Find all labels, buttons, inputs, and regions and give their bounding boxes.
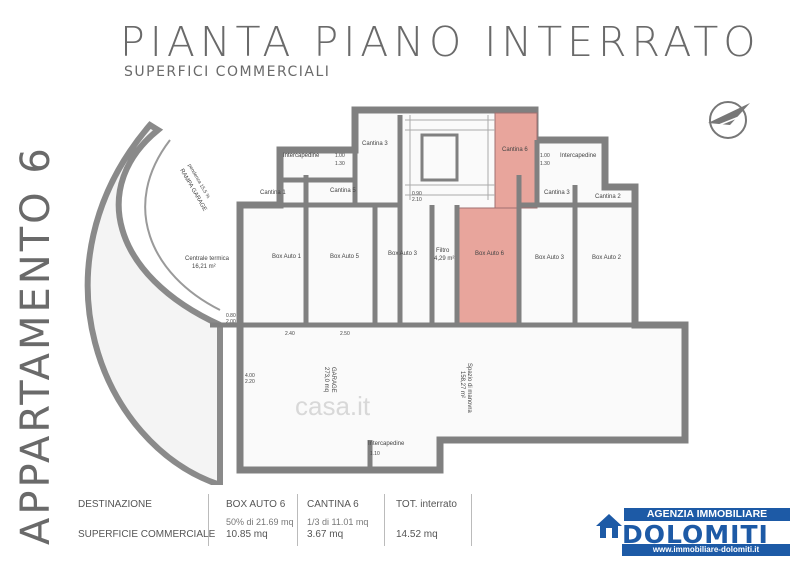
- label-garage-sub: 273,0 mq: [323, 367, 329, 392]
- table-divider: [208, 494, 209, 546]
- dim-130: 1.30: [335, 161, 345, 167]
- label-box6: Box Auto 6: [475, 251, 505, 257]
- col2-calc: 1/3 di 11.01 mq: [307, 517, 369, 527]
- table-divider: [297, 494, 298, 546]
- label-box3-left: Box Auto 3: [388, 251, 418, 257]
- col3-head: TOT. interrato: [396, 499, 457, 510]
- dim-200: 2.00: [226, 319, 236, 325]
- watermark: casa.it: [295, 391, 371, 421]
- label-cantina3-right: Cantina 3: [544, 190, 570, 196]
- side-title: APPARTAMENTO 6: [4, 0, 64, 565]
- dim-210: 2.10: [412, 197, 422, 203]
- table-divider: [384, 494, 385, 546]
- label-box5: Box Auto 5: [330, 254, 360, 260]
- dim-090: 0.90: [412, 191, 422, 197]
- col3-value: 14.52 mq: [396, 529, 438, 540]
- col1-value: 10.85 mq: [226, 529, 268, 540]
- label-intercapedine-left: Intercapedine: [283, 153, 320, 159]
- north-compass-icon: [708, 101, 750, 139]
- label-cantina1: Cantina 1: [260, 190, 286, 196]
- dim-100-right: 1.00: [540, 153, 550, 159]
- apartment-vertical-title: APPARTAMENTO 6: [13, 145, 59, 545]
- floor-plan: Cantina 3 Intercapedine Intercapedine Ca…: [84, 106, 689, 485]
- label-box2: Box Auto 2: [592, 255, 622, 261]
- label-spazio: Spazio di manovra: [466, 363, 472, 413]
- col1-calc: 50% di 21.69 mq: [226, 517, 294, 527]
- label-filtro-area: 4,29 m²: [434, 256, 454, 262]
- dim-100: 1.00: [335, 153, 345, 159]
- dim-250: 2.50: [340, 331, 350, 337]
- logo-url-text: www.immobiliare-dolomiti.it: [622, 544, 790, 556]
- dim-110: 1.10: [370, 451, 380, 457]
- col2-head: CANTINA 6: [307, 499, 359, 510]
- dim-400: 4.00: [245, 373, 255, 379]
- table-divider: [471, 494, 472, 546]
- col2-value: 3.67 mq: [307, 529, 344, 540]
- label-cantina2: Cantina 2: [595, 194, 621, 200]
- label-intercapedine-bottom: Intercapedine: [368, 441, 405, 447]
- label-spazio-area: 158,27 m²: [459, 371, 465, 398]
- agency-logo: AGENZIA IMMOBILIARE DOLOMITI www.immobil…: [594, 508, 790, 556]
- label-intercapedine-right: Intercapedine: [560, 153, 597, 159]
- label-filtro: Filtro: [436, 248, 450, 254]
- logo-top-text: AGENZIA IMMOBILIARE: [624, 508, 790, 521]
- label-centrale-area: 16,21 m²: [192, 264, 216, 270]
- page-title: PIANTA PIANO INTERRATO: [120, 18, 761, 66]
- dim-130-right: 1.30: [540, 161, 550, 167]
- label-centrale-termica: Centrale termica: [185, 256, 230, 262]
- label-cantina3-top: Cantina 3: [362, 141, 388, 147]
- dim-080: 0.80: [226, 313, 236, 319]
- label-cantina6: Cantina 6: [502, 147, 528, 153]
- label-superficie: SUPERFICIE COMMERCIALE: [78, 529, 216, 540]
- label-cantina5: Cantina 5: [330, 188, 356, 194]
- box6-highlight: [456, 207, 520, 326]
- label-destinazione: DESTINAZIONE: [78, 499, 152, 510]
- house-icon: [596, 514, 622, 538]
- label-box1: Box Auto 1: [272, 254, 302, 260]
- col1-head: BOX AUTO 6: [226, 499, 286, 510]
- label-garage: GARAGE: [330, 367, 336, 393]
- page-subtitle: SUPERFICI COMMERCIALI: [124, 64, 331, 80]
- ramp-wall: [84, 121, 223, 485]
- dim-220: 2.20: [245, 379, 255, 385]
- dim-240: 2.40: [285, 331, 295, 337]
- cantina6-highlight: [494, 112, 538, 209]
- label-box3-right: Box Auto 3: [535, 255, 565, 261]
